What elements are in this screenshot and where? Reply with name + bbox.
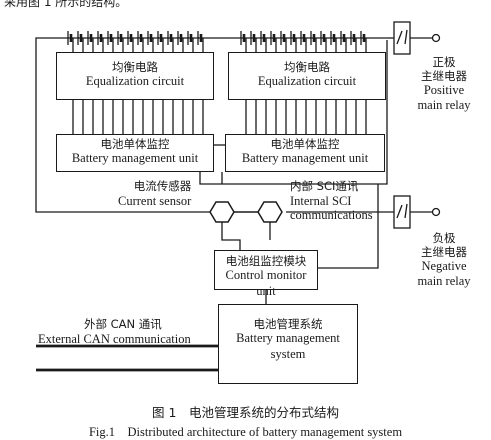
battery-cells [67,31,366,45]
negative-relay-symbol [393,195,441,229]
current-sensor-label-en: Current sensor [118,193,192,208]
negative-relay-label: 负极 主继电器 Negative main relay [400,231,488,289]
negative-relay-label-en-2: main relay [417,273,471,288]
bmu-2-title-en: Battery management unit [241,151,369,166]
external-can-label-en: External CAN communication [38,331,191,346]
positive-relay-label-en-2: main relay [417,97,471,112]
positive-relay-symbol [393,21,441,55]
external-can-bus [36,344,218,372]
equalization-circuit-2-title-zh: 均衡电路 [284,60,330,74]
positive-relay-label-zh-1: 正极 [432,55,456,69]
bms-title-zh: 电池管理系统 [253,317,323,331]
equalization-circuit-1: 均衡电路 Equalization circuit [56,52,214,100]
control-monitor-unit: 电池组监控模块 Control monitor unit [214,250,318,298]
current-sensor-label: 电流传感器 Current sensor [118,179,192,208]
bmu-1-title-en: Battery management unit [71,151,199,166]
equalization-circuit-1-title-zh: 均衡电路 [112,60,158,74]
positive-relay-label: 正极 主继电器 Positive main relay [400,55,488,113]
battery-management-unit-2: 电池单体监控 Battery management unit [225,134,385,172]
bms-title-en-line1: Battery management [236,331,340,346]
page-header-text: 采用图 1 所示的结构。 [4,0,128,9]
external-can-label: 外部 CAN 通讯 External CAN communication [38,317,191,346]
control-monitor-unit-title-en: Control monitor unit [225,268,307,298]
figure-caption-zh: 图 1 电池管理系统的分布式结构 [152,405,339,420]
negative-relay-label-en-1: Negative [421,259,467,274]
current-sensor-symbols [209,201,283,223]
negative-relay-label-zh-1: 负极 [432,231,456,245]
equalization-circuit-1-title-en: Equalization circuit [85,74,185,89]
internal-sci-label-en-line2: communications [290,208,373,223]
bms-title-en-line2: system [270,347,306,361]
bmu-1-title-zh: 电池单体监控 [100,137,170,151]
internal-sci-label: 内部 SCI通讯 Internal SCI communications [290,179,373,223]
bmu-2-title-zh: 电池单体监控 [270,137,340,151]
control-monitor-unit-title-zh: 电池组监控模块 [225,254,307,268]
positive-relay-label-zh-2: 主继电器 [421,68,467,83]
external-can-label-zh: 外部 CAN 通讯 [84,317,162,331]
internal-sci-label-en-line1: Internal SCI [290,193,352,208]
internal-sci-label-zh: 内部 SCI通讯 [290,179,359,193]
battery-management-unit-1: 电池单体监控 Battery management unit [56,134,214,172]
positive-relay-label-en-1: Positive [423,83,465,98]
module-2-cell-taps [245,38,367,134]
negative-relay-label-zh-2: 主继电器 [421,244,467,259]
equalization-circuit-2-title-en: Equalization circuit [257,74,357,89]
figure-caption-en: Fig.1 Distributed architecture of batter… [88,425,403,439]
module-1-cell-taps [72,38,204,134]
battery-management-system: 电池管理系统 Battery management system [218,304,358,384]
equalization-circuit-2: 均衡电路 Equalization circuit [228,52,386,100]
current-sensor-label-zh: 电流传感器 [133,179,192,193]
